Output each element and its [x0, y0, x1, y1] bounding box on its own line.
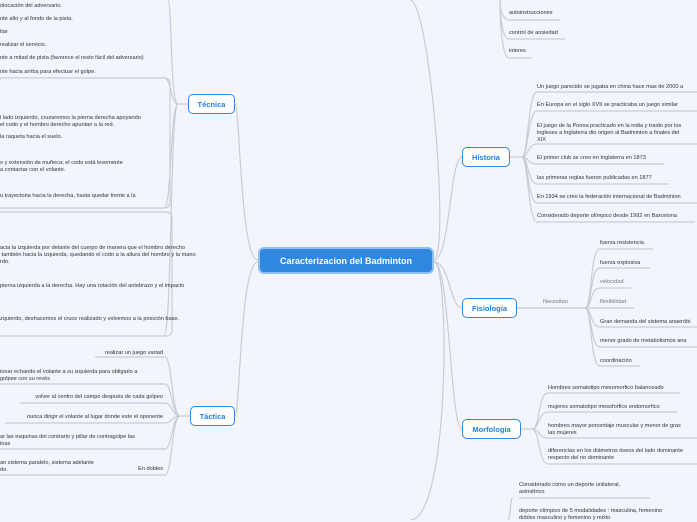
topic-fisiologia[interactable]: Fisiología — [462, 298, 517, 318]
tecnica-item[interactable]: la raqueta hacia el suelo. — [0, 134, 63, 140]
fisiologia-item[interactable]: menor grado de metabolismos ana — [600, 338, 687, 344]
tecnica-item[interactable]: pierna izquierda a la derecha. Hay una r… — [0, 283, 185, 289]
historia-item[interactable]: Considerado deporte olímpico desde 1992 … — [537, 213, 677, 219]
fisiologia-item[interactable]: coordinación — [600, 358, 632, 364]
tecnica-item[interactable]: nte alto y al fondo de la pista. — [0, 16, 73, 22]
topic-morfologia[interactable]: Morfología — [462, 419, 521, 439]
historia-item[interactable]: las primeras reglas fueron publicadas en… — [537, 175, 652, 181]
bottom-item[interactable]: deporte olímpico de 5 modalidades : masc… — [519, 508, 663, 521]
tecnica-item[interactable]: l lado izquierdo, cruzaremos la pierna d… — [0, 115, 141, 128]
bottom-item[interactable]: Considerado como un deporte unilateral, … — [519, 482, 621, 495]
topic-tactica[interactable]: Táctica — [190, 406, 235, 426]
tecnica-item[interactable]: nte hacia arriba para efectuar el golpe. — [0, 69, 96, 75]
psicologia-item[interactable]: interes — [509, 48, 526, 54]
tactica-item[interactable]: realizar un juego variad — [104, 350, 163, 356]
psicologia-item[interactable]: autoinstrucciones — [509, 10, 553, 16]
tecnica-item[interactable]: u trayectoria hacia la derecha, hasta qu… — [0, 193, 136, 199]
tactica-dobles-label: En dobles — [138, 466, 163, 472]
tecnica-item[interactable]: acia la izquierda por delante del cuerpo… — [0, 245, 196, 265]
historia-item[interactable]: El primer club se creo en Inglaterra en … — [537, 155, 646, 161]
fisiologia-item[interactable]: flexibilidad — [600, 299, 627, 305]
fisiologia-item[interactable]: Gran demanda del sistema anaeróbi — [600, 319, 691, 325]
morfologia-item[interactable]: mujeres somatotipo mesoforfico endomorfi… — [548, 404, 660, 410]
historia-item[interactable]: En Europa en el siglo XVII se practicaba… — [537, 102, 678, 108]
fisiologia-item[interactable]: velocidad — [600, 279, 624, 285]
psicologia-item[interactable]: control de ansiedad — [509, 30, 558, 36]
topic-tecnica[interactable]: Técnica — [188, 94, 235, 114]
morfologia-item[interactable]: hombres mayor porcentaje muscular y meno… — [548, 423, 681, 436]
fisiologia-connector-label: Necesitan — [543, 299, 568, 305]
morfologia-item[interactable]: diferencias en los diámetros óseos del l… — [548, 448, 683, 461]
historia-item[interactable]: En 1934 se creo la federación internacio… — [537, 194, 681, 200]
tactica-item[interactable]: ionar echando el volante a su izquierda … — [0, 369, 138, 382]
tactica-item[interactable]: ar las esquinas del contrario y pillar d… — [0, 434, 135, 447]
historia-item[interactable]: Un juego parecido se jugaba en china hac… — [537, 84, 684, 90]
tactica-item[interactable]: nunca dirigir el volante al lugar donde … — [27, 414, 163, 420]
historia-item[interactable]: El juego de la Poona practicado en la in… — [537, 123, 682, 143]
tecnica-item[interactable]: o y extensión de muñeca; el codo está le… — [0, 160, 123, 173]
fisiologia-item[interactable]: fuerza explosiva — [600, 260, 641, 266]
tecnica-item[interactable]: itar — [0, 29, 8, 35]
tecnica-item[interactable]: zquierdo, deshacemos el cruce realizado … — [0, 316, 180, 322]
tecnica-item[interactable]: realizar el servicio. — [0, 42, 47, 48]
topic-historia[interactable]: Historia — [462, 147, 510, 167]
tactica-item[interactable]: volver al centro del campo después de ca… — [35, 394, 163, 400]
morfologia-item[interactable]: Hombres somatotipo mesomorfico balancead… — [548, 385, 664, 391]
central-topic[interactable]: Caracterizacion del Badminton — [258, 247, 434, 274]
tactica-item[interactable]: an sistema paralelo, sistema adelante do… — [0, 460, 94, 473]
tecnica-item[interactable]: nte a mitad de pista (favorece el resto … — [0, 55, 144, 61]
fisiologia-item[interactable]: fuerza resistencia — [600, 240, 644, 246]
tecnica-item[interactable]: olocación del adversario. — [0, 3, 62, 9]
